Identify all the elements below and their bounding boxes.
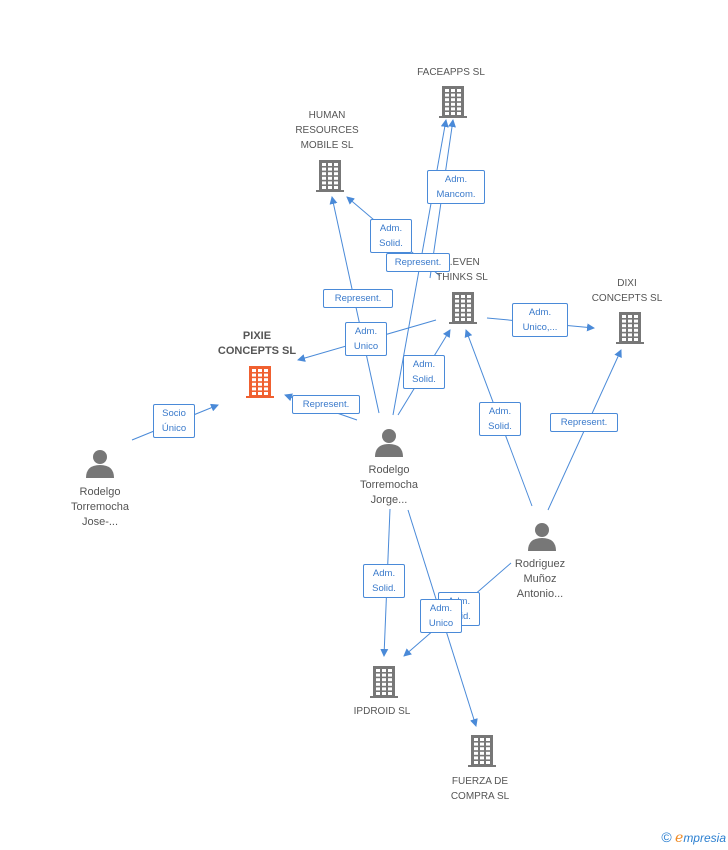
node-faceapps-label[interactable]: FACEAPPS SL: [417, 67, 485, 78]
edge-label-socio-unico[interactable]: Socio Único: [153, 404, 195, 438]
edge-label-adm-solid-hr[interactable]: Adm. Solid.: [370, 219, 412, 253]
node-pixie-label[interactable]: PIXIE CONCEPTS SL: [217, 330, 297, 357]
node-ipdroid-label[interactable]: IPDROID SL: [353, 706, 411, 717]
edge-label-represent-dixi[interactable]: Represent.: [550, 413, 618, 432]
edge-label-represent-pixie[interactable]: Represent.: [292, 395, 360, 414]
edge-label-adm-solid-ipdroid[interactable]: Adm. Solid.: [363, 564, 405, 598]
edge-label-adm-unico-dixi[interactable]: Adm. Unico,...: [512, 303, 568, 337]
icons-group: [86, 86, 644, 767]
building-icon-pixie[interactable]: [246, 366, 274, 398]
person-icon-rodelgo-jose[interactable]: [86, 450, 114, 478]
building-icon-dixi[interactable]: [616, 312, 644, 344]
person-icon-rodriguez[interactable]: [528, 523, 556, 551]
node-human-resources-label[interactable]: HUMAN RESOURCES MOBILE SL: [295, 110, 359, 151]
edge-label-represent-seven[interactable]: Represent.: [386, 253, 450, 272]
node-fuerza-label[interactable]: FUERZA DE COMPRA SL: [450, 776, 510, 802]
edge-label-represent-hr[interactable]: Represent.: [323, 289, 393, 308]
copyright-icon: ©: [661, 829, 672, 845]
node-rodelgo-jorge-label[interactable]: Rodelgo Torremocha Jorge...: [359, 464, 419, 506]
empresia-brand[interactable]: © empresia: [661, 829, 726, 846]
node-rodelgo-jose-label[interactable]: Rodelgo Torremocha Jose-...: [70, 486, 130, 528]
brand-logo-e: e: [675, 830, 684, 846]
edge-label-adm-unico-pixie[interactable]: Adm. Unico: [345, 322, 387, 356]
building-icon-faceapps[interactable]: [439, 86, 467, 118]
edge-label-adm-mancom[interactable]: Adm. Mancom.: [427, 170, 485, 204]
person-icon-rodelgo-jorge[interactable]: [375, 429, 403, 457]
node-seven-thinks-label[interactable]: ...EVEN THINKS SL: [436, 257, 488, 283]
edge-label-adm-solid-seven-rod[interactable]: Adm. Solid.: [479, 402, 521, 436]
building-icon-seven-thinks[interactable]: [449, 292, 477, 324]
brand-name: mpresia: [683, 831, 726, 845]
building-icon-human-resources[interactable]: [316, 160, 344, 192]
edge-label-adm-solid-seven-jorge[interactable]: Adm. Solid.: [403, 355, 445, 389]
edge-label-adm-unico-ipdroid[interactable]: Adm. Unico: [420, 599, 462, 633]
node-dixi-label[interactable]: DIXI CONCEPTS SL: [591, 278, 663, 304]
building-icon-ipdroid[interactable]: [370, 666, 398, 698]
edges-group: [131, 119, 622, 727]
building-icon-fuerza[interactable]: [468, 735, 496, 767]
node-rodriguez-label[interactable]: Rodriguez Muñoz Antonio...: [514, 558, 566, 600]
